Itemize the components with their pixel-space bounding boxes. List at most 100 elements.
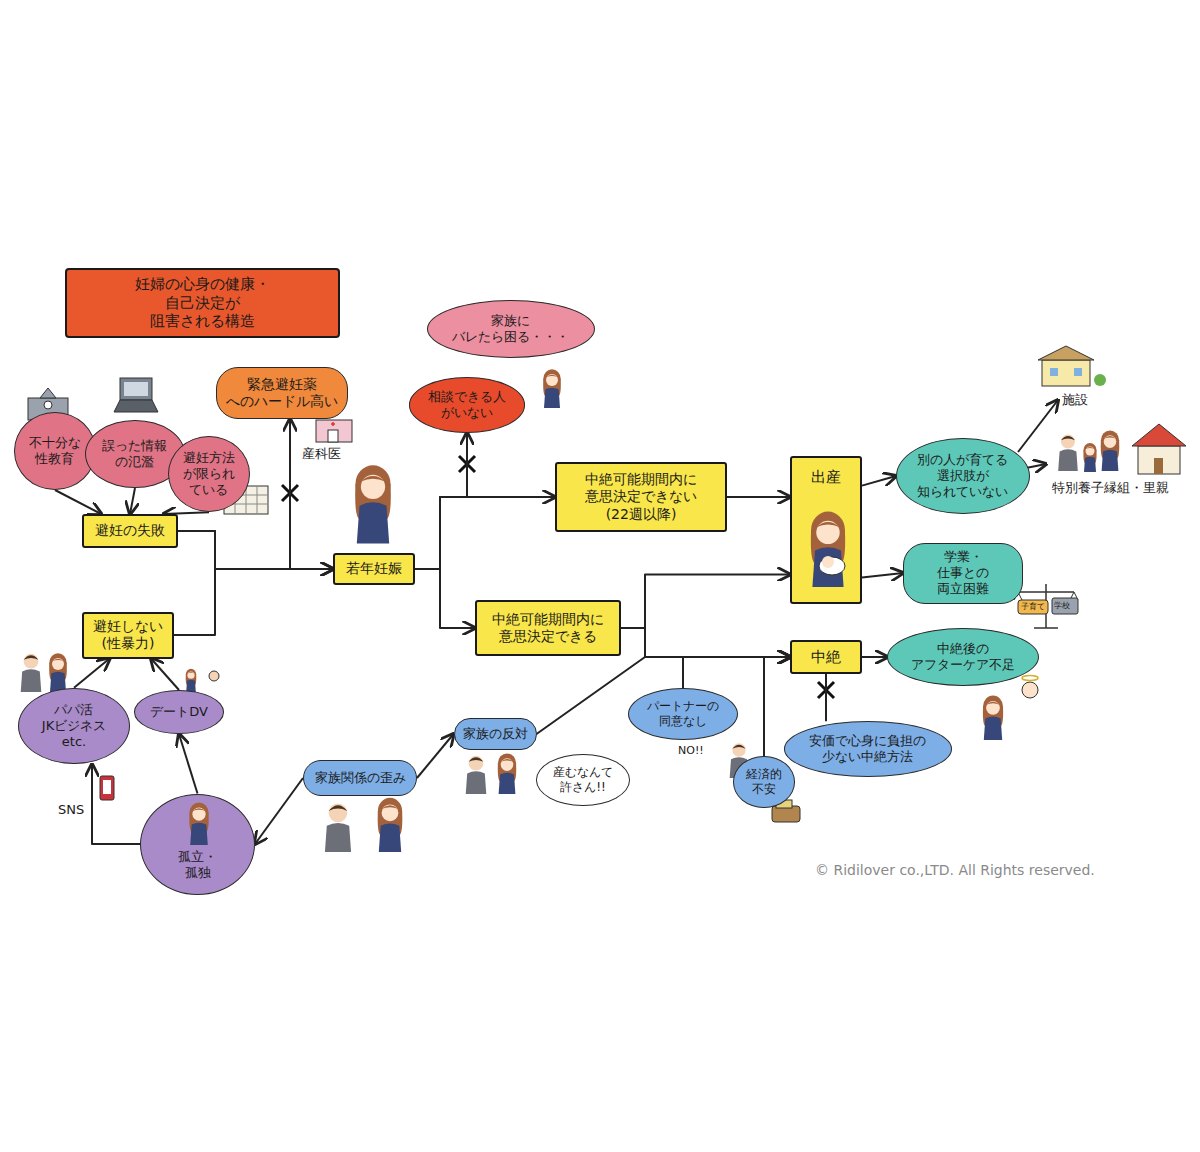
pregnant-girl <box>355 465 391 543</box>
connector <box>415 433 467 569</box>
bubble-node: 学業・仕事との 両立困難 <box>903 543 1023 604</box>
angry-parents <box>466 753 517 794</box>
node-text: 避妊しない (性暴力) <box>93 618 163 653</box>
connector <box>179 734 198 794</box>
leader-arrow <box>1026 464 1046 468</box>
node-text: 不十分な 性教育 <box>29 435 81 468</box>
node-text: 学業・仕事との 両立困難 <box>937 549 989 598</box>
connector <box>862 573 903 577</box>
node-text: 産むなんて 許さん!! <box>553 765 613 795</box>
house-icon <box>1132 424 1186 474</box>
bubble-node: 産むなんて 許さん!! <box>536 754 629 806</box>
caption-label: 特別養子縁組・里親 <box>1052 480 1169 496</box>
connector <box>621 628 790 657</box>
bubble-node: 不十分な 性教育 <box>14 412 97 490</box>
bubble-node: 家族に バレたら困る・・・ <box>427 300 595 358</box>
connector <box>683 657 790 688</box>
connector <box>55 490 101 514</box>
couple-figure <box>21 653 67 692</box>
bubble-node: 家族関係の歪み <box>303 760 417 796</box>
process-box: 中絶 <box>790 640 862 674</box>
connector <box>862 656 887 658</box>
node-text: 経済的 不安 <box>746 767 782 797</box>
process-box: 若年妊娠 <box>333 553 415 585</box>
node-text: 相談できる人 がいない <box>428 389 506 422</box>
bubble-node: 経済的 不安 <box>733 756 795 808</box>
connector <box>151 659 179 691</box>
node-text: 家族に バレたら困る・・・ <box>452 313 569 346</box>
node-text: 出産 <box>811 468 841 487</box>
connector <box>621 574 790 628</box>
node-text: 安価で心身に負担の 少ない中絶方法 <box>809 733 926 766</box>
dating-violence-figure <box>186 669 219 692</box>
connector <box>174 569 333 635</box>
node-text: パートナーの 同意なし <box>647 699 719 729</box>
caption-label: SNS <box>58 802 84 818</box>
node-text: 誤った情報 の氾濫 <box>102 438 167 471</box>
process-box: 避妊の失敗 <box>82 514 178 548</box>
node-text: 中絶後の アフターケア不足 <box>911 641 1015 674</box>
node-text: 孤立・孤独 <box>178 849 217 882</box>
worried-girl <box>543 369 561 408</box>
icon-label: 子育て <box>1021 602 1045 612</box>
node-text: 避妊の失敗 <box>95 522 165 540</box>
node-text: パパ活 JKビジネス etc. <box>42 702 106 751</box>
bubble-node: 相談できる人 がいない <box>409 377 526 433</box>
node-text: 家族関係の歪み <box>315 770 406 786</box>
bubble-node: パパ活 JKビジネス etc. <box>18 688 130 765</box>
phone-icon <box>100 776 114 800</box>
node-text: デートDV <box>150 704 208 720</box>
blocked-mark <box>282 456 834 698</box>
connector <box>130 488 135 514</box>
node-text: 中絶可能期間内に 意思決定できない (22週以降) <box>585 471 697 524</box>
bubble-node: 安価で心身に負担の 少ない中絶方法 <box>784 721 952 777</box>
watermark: © Ridilover co.,LTD. All Rights reserved… <box>815 862 1095 879</box>
node-text: 避妊方法 が限られ ている <box>183 450 235 499</box>
node-text: 若年妊娠 <box>346 560 402 578</box>
bubble-node: 孤立・孤独 <box>140 794 255 895</box>
process-box: 中絶可能期間内に 意思決定できない (22週以降) <box>555 462 727 532</box>
node-text: 中絶 <box>811 648 841 667</box>
connector <box>825 674 827 721</box>
node-figure <box>798 500 858 600</box>
node-text: 中絶可能期間内に 意思決定できる <box>492 611 604 646</box>
title-box: 妊婦の心身の健康・自己決定が 阻害される構造 <box>65 268 340 338</box>
laptop-icon <box>114 378 158 412</box>
bubble-node: 家族の反対 <box>454 718 537 750</box>
bubble-node: 中絶後の アフターケア不足 <box>887 628 1038 686</box>
bubble-node: 別の人が育てる 選択肢が 知られていない <box>896 438 1030 515</box>
process-box: 避妊しない (性暴力) <box>82 612 174 659</box>
connector <box>415 497 555 569</box>
connector <box>74 659 110 688</box>
node-text: 別の人が育てる 選択肢が 知られていない <box>917 452 1008 501</box>
facility-icon <box>1038 346 1106 386</box>
bubble-node: 緊急避妊薬 へのハードル高い <box>216 367 348 419</box>
connector <box>255 778 303 844</box>
leader-arrow <box>1018 400 1058 452</box>
connector <box>727 496 790 498</box>
caption-label: 施設 <box>1062 392 1088 408</box>
connector <box>92 764 140 844</box>
arguing-parents <box>325 798 402 852</box>
hospital-icon <box>316 420 352 442</box>
node-figure <box>181 801 217 845</box>
process-box: 中絶可能期間内に 意思決定できる <box>475 600 621 656</box>
icon-label: 学校 <box>1054 601 1070 611</box>
title-text: 妊婦の心身の健康・自己決定が 阻害される構造 <box>135 275 270 331</box>
connector <box>415 569 475 628</box>
node-text: 家族の反対 <box>463 726 528 742</box>
connector <box>417 734 454 778</box>
bubble-node: 避妊方法 が限られ ている <box>168 436 251 513</box>
connector <box>178 531 333 569</box>
process-box: 出産 <box>790 456 862 604</box>
bubble-node: パートナーの 同意なし <box>628 688 737 740</box>
bubble-node: デートDV <box>134 690 225 734</box>
balance-scale <box>1014 584 1078 628</box>
node-text: 緊急避妊薬 へのハードル高い <box>226 376 338 411</box>
family-icon <box>1058 430 1119 472</box>
shout-label: NO!! <box>678 744 704 757</box>
caption-label: 産科医 <box>302 446 341 462</box>
connector <box>862 476 896 486</box>
